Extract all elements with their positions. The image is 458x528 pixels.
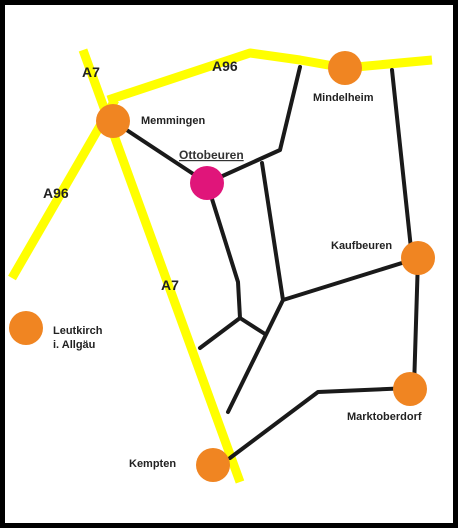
town-ottobeuren-marker <box>190 166 224 200</box>
town-label-mindelheim: Mindelheim <box>313 92 374 104</box>
town-label-kaufbeuren: Kaufbeuren <box>331 240 392 252</box>
road-junction-link <box>238 316 267 336</box>
town-leutkirch-marker <box>9 311 43 345</box>
town-memmingen-marker <box>96 104 130 138</box>
road-map: A7 A96 A96 A7 Memmingen Mindelheim Ottob… <box>8 48 435 484</box>
road-mindelheim-kaufbeuren <box>390 68 414 260</box>
highway-label-a96-west: A96 <box>43 185 69 201</box>
town-kempten-marker <box>196 448 230 482</box>
town-marktoberdorf-marker <box>393 372 427 406</box>
town-label-leutkirch-line2: i. Allgäu <box>53 339 95 351</box>
roads <box>111 65 420 460</box>
road-ottobeuren-mindelheim <box>205 65 302 185</box>
town-label-marktoberdorf: Marktoberdorf <box>347 411 422 423</box>
towns <box>9 51 435 482</box>
town-label-memmingen: Memmingen <box>141 115 205 127</box>
town-label-ottobeuren: Ottobeuren <box>179 148 244 162</box>
road-north-south-connector <box>226 161 285 414</box>
road-memmingen-ottobeuren <box>111 119 209 185</box>
road-kaufbeuren-junction <box>281 256 420 302</box>
town-labels: Memmingen Mindelheim Ottobeuren Kaufbeur… <box>53 92 422 470</box>
highway-label-a7-north: A7 <box>82 64 100 80</box>
highway-label-a96-east: A96 <box>212 58 238 74</box>
town-kaufbeuren-marker <box>401 241 435 275</box>
road-marktoberdorf-kempten <box>228 386 412 460</box>
town-label-leutkirch-line1: Leutkirch <box>53 325 103 337</box>
highway-a96-east <box>106 48 433 105</box>
highway-labels: A7 A96 A96 A7 <box>43 58 238 293</box>
town-label-kempten: Kempten <box>129 458 176 470</box>
road-ottobeuren-south <box>198 181 242 350</box>
highway-a96-west <box>8 97 119 281</box>
highway-label-a7-south: A7 <box>161 277 179 293</box>
road-kaufbeuren-marktoberdorf <box>412 256 420 390</box>
town-mindelheim-marker <box>328 51 362 85</box>
